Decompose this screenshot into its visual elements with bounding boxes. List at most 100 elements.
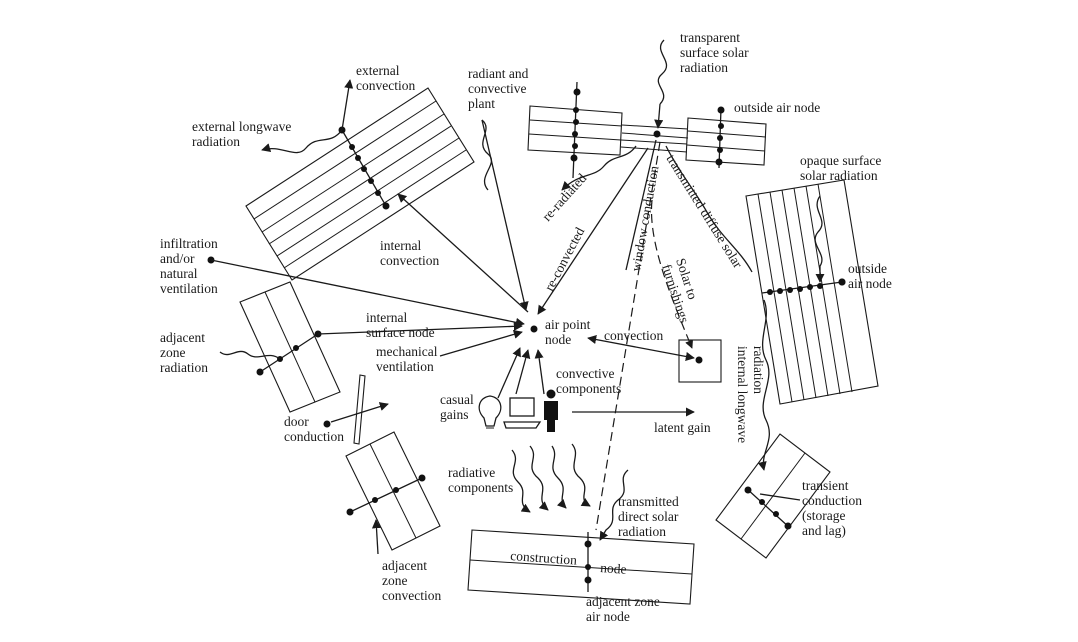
label-transparent-solar-3: radiation [680, 60, 728, 75]
infiltration-arrow [210, 259, 525, 327]
label-internal-longwave-2: radiation [751, 346, 766, 394]
label-outside-air-node-right: outside [848, 261, 887, 276]
internal-surface-node-arrow [317, 321, 523, 335]
re-radiated-arrow [561, 145, 637, 191]
door-conduction-arrow [330, 402, 389, 423]
label-external-longwave-2: radiation [192, 134, 240, 149]
adjacent-zone-convection-arrow [371, 519, 382, 555]
label-infiltration-4: ventilation [160, 281, 218, 296]
top-window-wall [527, 81, 767, 179]
label-adjacent-zone-radiation: adjacent [160, 330, 205, 345]
label-transparent-solar: transparent [680, 30, 740, 45]
label-door-conduction-2: conduction [284, 429, 344, 444]
computer-icon [503, 397, 542, 429]
label-transient-conduction-3: (storage [802, 508, 845, 523]
label-transmitted-diffuse: transmitted diffuse solar [663, 152, 745, 271]
external-convection-arrow [341, 79, 354, 131]
label-re-convected: re-convected [541, 225, 587, 294]
label-external-convection-2: convection [356, 78, 415, 93]
upper-left-wall [245, 87, 475, 281]
label-infiltration: infiltration [160, 236, 218, 251]
convection-arrow [587, 335, 695, 361]
label-convective-components-2: components [556, 381, 621, 396]
label-transient-conduction-2: conduction [802, 493, 862, 508]
label-transmitted-direct: transmitted [618, 494, 679, 509]
label-radiative-components: radiative [448, 465, 495, 480]
transparent-solar-arrow-shaft [654, 103, 664, 129]
label-casual-gains-2: gains [440, 407, 469, 422]
transparent-solar-arrow [657, 39, 668, 105]
label-adjacent-zone-convection-2: zone [382, 573, 407, 588]
label-air-point-node: air point [545, 317, 591, 332]
label-internal-convection: internal [380, 238, 421, 253]
person-icon [544, 389, 558, 432]
label-construction: construction [510, 548, 578, 568]
label-radiant-plant: radiant and [468, 66, 529, 81]
mechanical-ventilation-arrow [439, 329, 523, 357]
label-opaque-solar: opaque surface [800, 153, 881, 168]
label-radiant-plant-2: convective [468, 81, 526, 96]
label-door-conduction: door [284, 414, 309, 429]
direct-solar-squiggle [599, 469, 629, 541]
lower-left-wall [345, 431, 441, 551]
label-radiative-components-2: components [448, 480, 513, 495]
label-transmitted-direct-3: radiation [618, 524, 666, 539]
label-adjacent-zone-air-node-2: air node [586, 609, 630, 624]
label-re-radiated: re-radiated [539, 170, 589, 224]
label-adjacent-zone-radiation-2: zone [160, 345, 185, 360]
radiative-squiggle-4 [571, 443, 591, 507]
furnishing-box [678, 339, 722, 383]
left-wall [239, 281, 341, 413]
bottom-construction [467, 529, 695, 605]
label-convective-components: convective [556, 366, 614, 381]
label-external-longwave: external longwave [192, 119, 291, 134]
window-conduction-line [625, 139, 657, 271]
radiant-plant-arrow [481, 119, 529, 311]
right-opaque-wall [745, 179, 879, 405]
label-opaque-solar-2: solar radiation [800, 168, 878, 183]
adjacent-zone-radiation-squiggle [219, 350, 281, 360]
label-internal-surface-node: internal [366, 310, 407, 325]
label-air-point-node-2: node [545, 332, 571, 347]
gain-arrow-2 [515, 349, 531, 395]
solar-furnishings-dashed [650, 199, 693, 349]
label-casual-gains: casual [440, 392, 474, 407]
label-mechanical-ventilation: mechanical [376, 344, 438, 359]
label-radiant-plant-3: plant [468, 96, 495, 111]
label-outside-air-node-top: outside air node [734, 100, 820, 115]
label-adjacent-zone-convection-3: convection [382, 588, 441, 603]
internal-longwave-arrow [757, 299, 770, 471]
gain-arrow-3 [534, 349, 545, 395]
label-transient-conduction: transient [802, 478, 849, 493]
transient-conduction-leader [759, 493, 801, 501]
door [353, 374, 366, 445]
label-transient-conduction-4: and lag) [802, 523, 846, 538]
label-convection: convection [604, 328, 663, 343]
radiant-plant-squiggle [481, 119, 493, 191]
label-window-conduction: window conduction [628, 164, 661, 272]
label-infiltration-3: natural [160, 266, 198, 281]
transmitted-diffuse-arrow [665, 145, 753, 273]
label-external-convection: external [356, 63, 400, 78]
radiative-squiggle-2 [529, 445, 549, 511]
external-longwave-arrow [261, 129, 343, 154]
label-adjacent-zone-air-node: adjacent zone [586, 594, 660, 609]
gain-arrow-1 [497, 347, 521, 399]
label-internal-surface-node-2: surface node [366, 325, 435, 340]
door-node-dot [323, 420, 331, 428]
label-internal-longwave: internal longwave [735, 346, 750, 443]
outside-air-node-right-dot [838, 278, 846, 286]
label-mechanical-ventilation-2: ventilation [376, 359, 434, 374]
label-node: node [600, 560, 627, 577]
label-adjacent-zone-radiation-3: radiation [160, 360, 208, 375]
label-outside-air-node-right-2: air node [848, 276, 892, 291]
label-infiltration-2: and/or [160, 251, 195, 266]
label-latent-gain: latent gain [654, 420, 711, 435]
opaque-solar-arrow [814, 195, 825, 283]
radiative-squiggle-1 [511, 449, 531, 513]
label-internal-convection-2: convection [380, 253, 439, 268]
re-convected-arrow [537, 147, 649, 315]
internal-convection-arrow [397, 193, 529, 313]
